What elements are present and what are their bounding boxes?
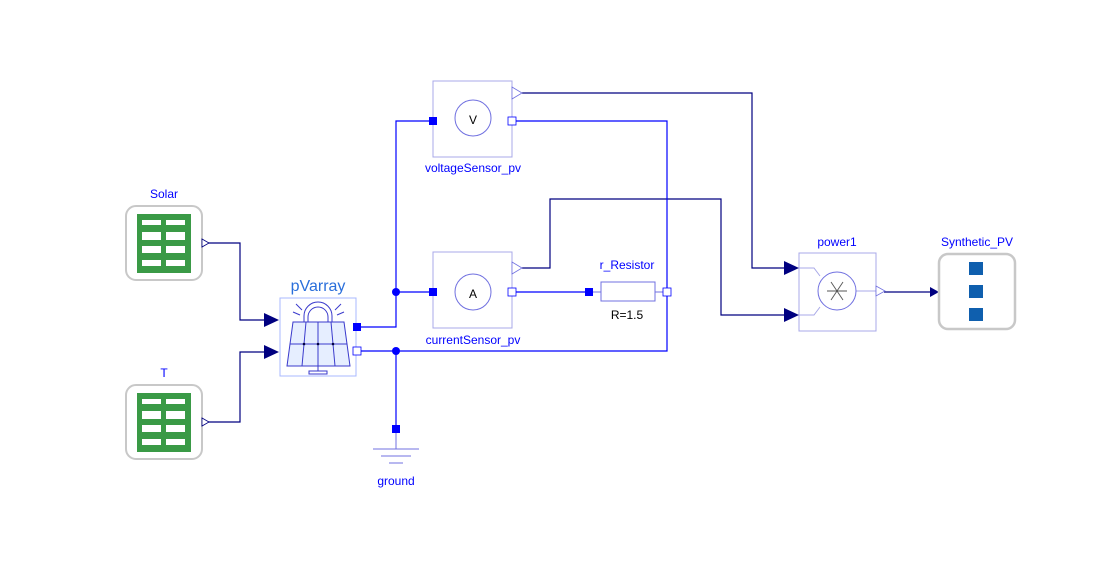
current-positive-pin[interactable] bbox=[429, 288, 437, 296]
junction-dot-neg bbox=[392, 347, 400, 355]
temperature-label: T bbox=[160, 366, 168, 380]
pv-array-block[interactable]: pVarray bbox=[264, 278, 362, 377]
power-input-1[interactable] bbox=[784, 261, 799, 275]
resistor-label: r_Resistor bbox=[600, 258, 655, 272]
solar-label: Solar bbox=[150, 187, 178, 201]
synthetic-pv-output-block[interactable]: Synthetic_PV bbox=[930, 235, 1017, 331]
power-block[interactable]: power1 bbox=[784, 235, 886, 332]
table-icon bbox=[137, 393, 191, 452]
voltage-negative-pin[interactable] bbox=[507, 116, 517, 126]
pv-array-label: pVarray bbox=[291, 278, 346, 295]
pv-input-irradiance[interactable] bbox=[264, 313, 279, 327]
pv-positive-pin[interactable] bbox=[353, 323, 361, 331]
power-label: power1 bbox=[817, 235, 857, 249]
current-sensor-block[interactable]: A currentSensor_pv bbox=[426, 251, 523, 347]
voltage-symbol: V bbox=[469, 113, 477, 127]
current-negative-pin[interactable] bbox=[507, 287, 517, 297]
output-icon bbox=[969, 262, 983, 321]
wire-pv-neg[interactable] bbox=[361, 350, 397, 429]
wire-voltage-to-power[interactable] bbox=[522, 92, 784, 269]
ammeter-icon bbox=[454, 273, 492, 311]
multiply-icon bbox=[817, 271, 857, 311]
resistor-block[interactable]: r_Resistor R=1.5 bbox=[585, 258, 672, 322]
junction-dot-pos bbox=[392, 288, 400, 296]
solar-output-port[interactable] bbox=[201, 238, 210, 248]
resistor-parameter: R=1.5 bbox=[611, 308, 644, 322]
wire-voltage-neg[interactable] bbox=[396, 120, 668, 352]
pv-negative-pin[interactable] bbox=[352, 346, 362, 356]
voltage-sensor-label: voltageSensor_pv bbox=[425, 161, 521, 175]
temperature-table-block[interactable]: T bbox=[125, 366, 210, 460]
ground-label: ground bbox=[377, 474, 414, 488]
wire-junction-to-voltage[interactable] bbox=[395, 120, 432, 292]
resistor-positive-pin[interactable] bbox=[585, 288, 593, 296]
wire-pv-pos[interactable] bbox=[361, 291, 432, 328]
ground-block[interactable]: ground bbox=[373, 425, 419, 488]
current-output-port[interactable] bbox=[511, 261, 523, 275]
solar-table-block[interactable]: Solar bbox=[125, 187, 210, 281]
output-input-arrow[interactable] bbox=[930, 287, 939, 297]
current-sensor-label: currentSensor_pv bbox=[426, 333, 521, 347]
output-label: Synthetic_PV bbox=[941, 235, 1013, 249]
resistor-negative-pin[interactable] bbox=[662, 287, 672, 297]
voltage-output-port[interactable] bbox=[511, 86, 523, 100]
wire-current-to-power[interactable] bbox=[522, 198, 784, 316]
power-input-2[interactable] bbox=[784, 308, 799, 322]
table-icon bbox=[137, 214, 191, 273]
resistor-icon bbox=[600, 281, 656, 302]
wire-t-to-pv[interactable] bbox=[208, 351, 264, 423]
power-output-port[interactable] bbox=[875, 285, 886, 297]
ground-pin[interactable] bbox=[392, 425, 400, 433]
voltmeter-icon bbox=[454, 99, 492, 137]
voltage-positive-pin[interactable] bbox=[429, 117, 437, 125]
wire-solar-to-pv[interactable] bbox=[208, 242, 264, 321]
temperature-output-port[interactable] bbox=[201, 417, 210, 427]
voltage-sensor-block[interactable]: V voltageSensor_pv bbox=[425, 80, 523, 175]
ground-icon bbox=[373, 433, 419, 464]
pv-input-temperature[interactable] bbox=[264, 345, 279, 359]
current-symbol: A bbox=[469, 287, 477, 301]
